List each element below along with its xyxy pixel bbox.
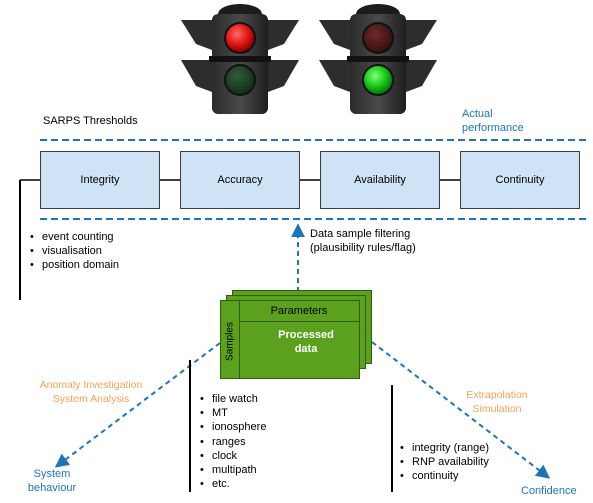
system-behaviour-arrow [54,342,221,468]
threshold-box-accuracy: Accuracy [180,151,300,209]
list-item: continuity [398,469,489,483]
actual-performance-label: Actual performance [462,108,524,134]
sarps-title: SARPS Thresholds [43,115,138,127]
middle-list: file watch MT ionosphere ranges clock mu… [198,392,266,492]
list-item: multipath [198,463,266,477]
list-item: MT [198,406,266,420]
anomaly-label: Anomaly Investigation System Analysis [39,379,143,405]
list-item: RNP availability [398,455,489,469]
list-item: clock [198,449,266,463]
list-item: ionosphere [198,420,266,434]
right-list: integrity (range) RNP availability conti… [398,441,489,484]
list-item: position domain [28,258,119,272]
samples-label: Samples [224,322,236,361]
traffic-light-red-icon [181,4,299,114]
confidence-arrow [371,341,551,479]
threshold-box-availability: Availability [320,151,440,209]
samples-column: Samples [221,301,240,378]
processed-data-label: Processed data [278,329,334,355]
left-list: event counting visualisation position do… [28,230,119,273]
list-item: visualisation [28,244,119,258]
confidence-label: Confidence [521,485,577,497]
extrapolation-label: Extrapolation Simulation [466,389,528,415]
list-item: integrity (range) [398,441,489,455]
parameters-header: Parameters [239,301,359,322]
threshold-box-integrity: Integrity [40,151,160,209]
system-behaviour-label: System behaviour [27,468,77,494]
threshold-box-continuity: Continuity [460,151,580,209]
list-item: ranges [198,435,266,449]
filtering-label: Data sample filtering (plausibility rule… [310,228,416,254]
list-item: event counting [28,230,119,244]
list-item: etc. [198,477,266,491]
processed-data-box: Parameters Samples Processed data [220,300,360,379]
traffic-light-green-icon [319,4,437,114]
list-item: file watch [198,392,266,406]
